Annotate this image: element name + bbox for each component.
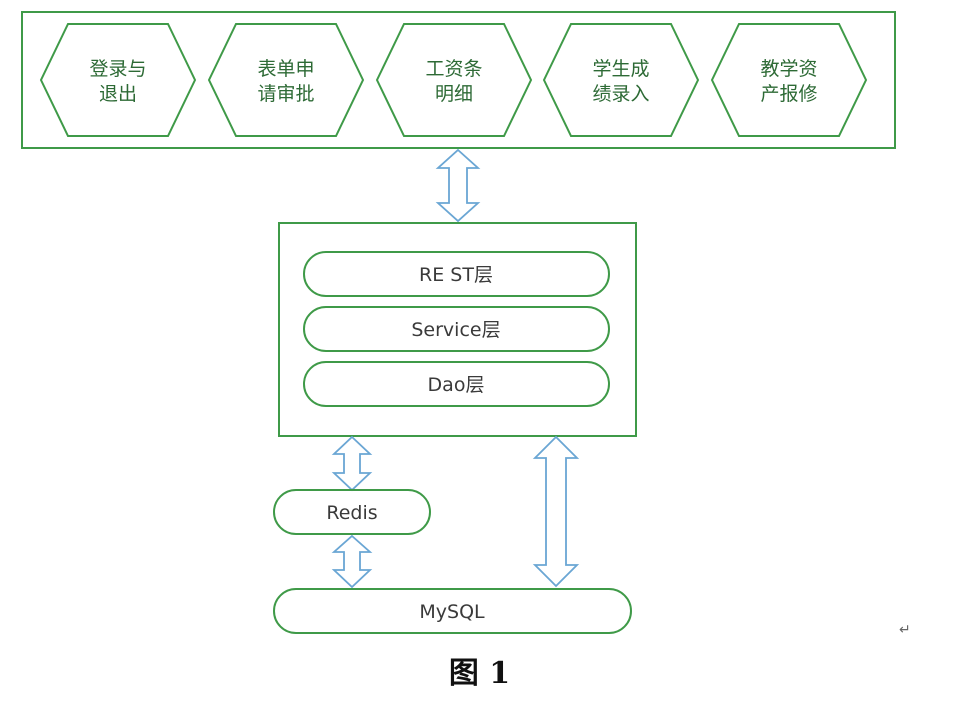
module-repair-line2: 产报修 (760, 83, 817, 105)
module-hex-repair: 教学资 产报修 (710, 23, 868, 137)
rest-layer: RE ST层 (303, 251, 610, 297)
service-layer-label: Service层 (411, 319, 500, 341)
backend-container (278, 222, 637, 437)
double-arrow-redis-mysql (331, 534, 373, 589)
module-grades-line2: 绩录入 (592, 83, 649, 105)
module-form-line1: 表单申 (257, 58, 314, 80)
mysql-node: MySQL (273, 588, 632, 634)
service-layer: Service层 (303, 306, 610, 352)
module-form-line2: 请审批 (257, 83, 314, 105)
mysql-label: MySQL (419, 601, 485, 623)
module-salary-line1: 工资条 (425, 58, 482, 80)
rest-layer-label: RE ST层 (419, 264, 493, 286)
redis-node: Redis (273, 489, 431, 535)
module-repair-line1: 教学资 (760, 58, 817, 80)
module-hex-salary: 工资条 明细 (375, 23, 533, 137)
module-hex-form-approval: 表单申 请审批 (207, 23, 365, 137)
module-hex-grades: 学生成 绩录入 (542, 23, 700, 137)
module-salary-line2: 明细 (435, 83, 473, 105)
figure-caption: 图 1 (448, 656, 511, 691)
module-login-line1: 登录与 (89, 58, 146, 80)
module-grades-line1: 学生成 (592, 58, 649, 80)
paragraph-mark: ↵ (899, 622, 911, 638)
double-arrow-backend-mysql (532, 435, 580, 588)
modules-container (21, 11, 896, 149)
double-arrow-backend-redis (331, 435, 373, 492)
dao-layer-label: Dao层 (428, 374, 485, 396)
dao-layer: Dao层 (303, 361, 610, 407)
module-hex-login: 登录与 退出 (39, 23, 197, 137)
redis-label: Redis (326, 502, 377, 524)
module-login-line2: 退出 (99, 83, 137, 105)
double-arrow-modules-backend (435, 148, 481, 223)
